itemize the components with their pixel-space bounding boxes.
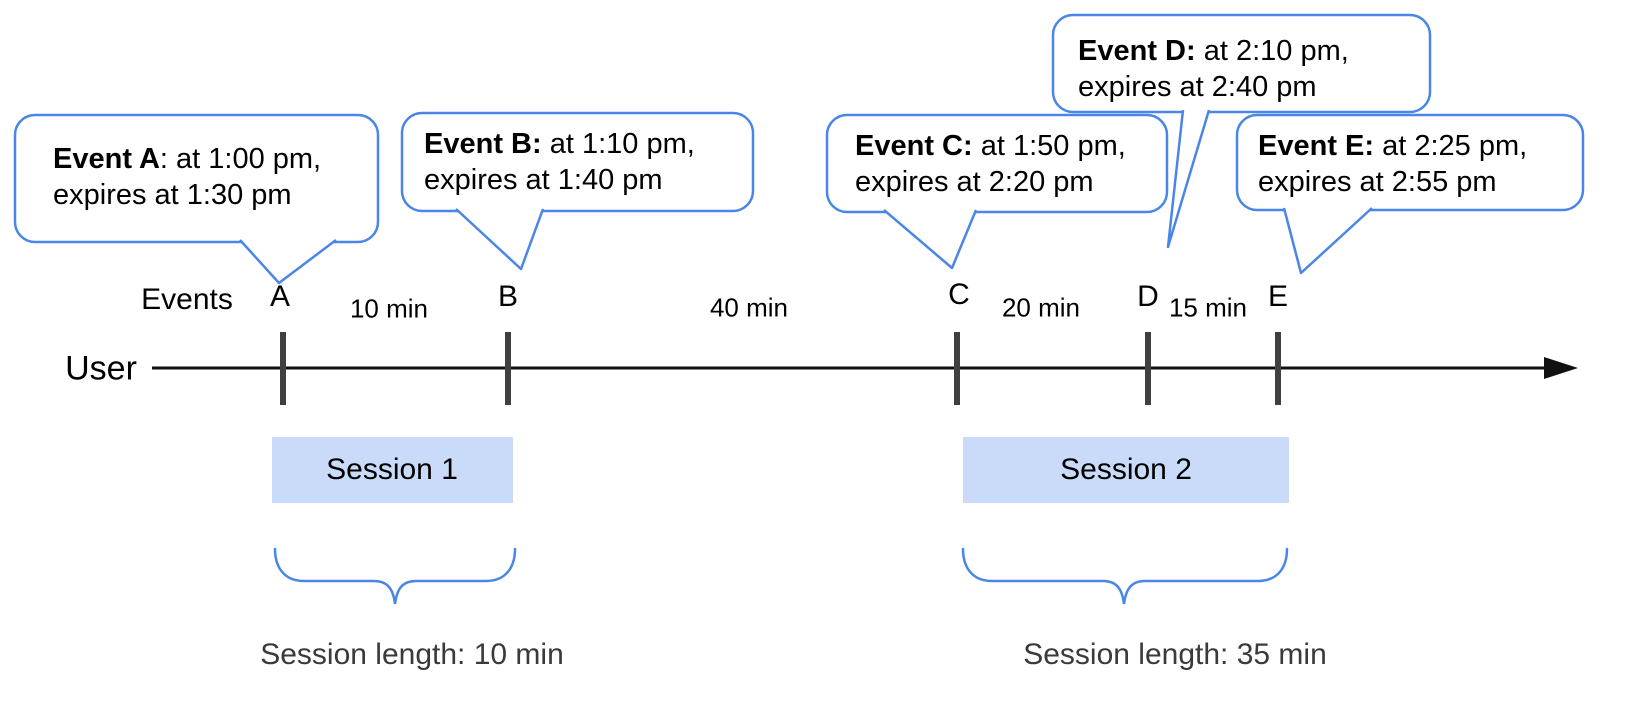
event-mark-a: A [269,280,291,313]
event-mark-c: C [948,278,970,311]
callout-a-tail [239,239,337,285]
session-2-label: Session 2 [1060,453,1192,486]
callout-b-line2: expires at 1:40 pm [424,164,663,196]
timeline-arrowhead-icon [1544,357,1578,379]
callout-d-text: Event D: at 2:10 pm, expires at 2:40 pm [1078,33,1349,105]
callout-bubble-d [1051,13,1432,249]
interval-label-d-e: 15 min [1168,292,1248,323]
session-2-box [963,437,1289,503]
event-tick-c [954,332,960,405]
callout-a-text: Event A: at 1:00 pm, expires at 1:30 pm [53,141,321,213]
event-mark-e: E [1267,280,1289,313]
events-row-label: Events [141,283,233,316]
callout-c-line2: expires at 2:20 pm [855,166,1094,198]
interval-label-c-d: 20 min [1001,292,1081,323]
event-mark-d: D [1137,280,1159,313]
callout-a-box [13,113,380,244]
callout-b-title: Event B: [424,128,542,160]
session-1-box [272,437,513,503]
session-2-length-label: Session length: 35 min [1023,638,1327,671]
callout-e-box [1235,113,1585,212]
callout-d-tail [1166,109,1211,249]
callout-d-title: Event D: [1078,35,1196,67]
session-1-length-label: Session length: 10 min [260,638,564,671]
callout-c-text: Event C: at 1:50 pm, expires at 2:20 pm [855,128,1126,200]
session-1-brace [273,547,517,605]
callout-b-tail [455,208,545,271]
event-tick-e [1275,332,1281,405]
callout-bubble-a [13,113,380,285]
event-tick-a [280,332,286,405]
callout-bubble-c [825,113,1169,270]
callout-c-line1: Event C: at 1:50 pm, [855,130,1126,162]
callout-e-tail [1282,207,1373,275]
session-2-brace [961,547,1289,605]
callout-b-line1: Event B: at 1:10 pm, [424,128,695,160]
callout-e-line2: expires at 2:55 pm [1258,166,1497,198]
callout-c-title: Event C: [855,130,973,162]
callout-e-text: Event E: at 2:25 pm, expires at 2:55 pm [1258,128,1527,200]
callout-e-line1: Event E: at 2:25 pm, [1258,130,1528,162]
event-mark-b: B [497,280,519,313]
callout-bubble-b [400,111,755,271]
event-tick-b [505,332,511,405]
interval-label-b-c: 40 min [709,292,789,323]
callout-c-tail [883,209,978,270]
callout-bubble-e [1235,113,1585,275]
callout-d-line1: Event D: at 2:10 pm, [1078,35,1349,67]
interval-label-a-b: 10 min [349,293,429,324]
callout-b-text: Event B: at 1:10 pm, expires at 1:40 pm [424,126,695,198]
callout-b-box [400,111,755,213]
callout-a-line2: expires at 1:30 pm [53,179,292,211]
user-axis-label: User [65,349,137,388]
event-tick-d [1145,332,1151,405]
callout-d-box [1051,13,1432,114]
callout-d-line2: expires at 2:40 pm [1078,71,1317,103]
session-1-label: Session 1 [326,453,458,486]
callout-c-box [825,113,1169,214]
callout-a-line1: Event A: at 1:00 pm, [53,143,322,175]
callout-e-title: Event E: [1258,130,1375,162]
callout-a-title: Event A [53,143,160,175]
